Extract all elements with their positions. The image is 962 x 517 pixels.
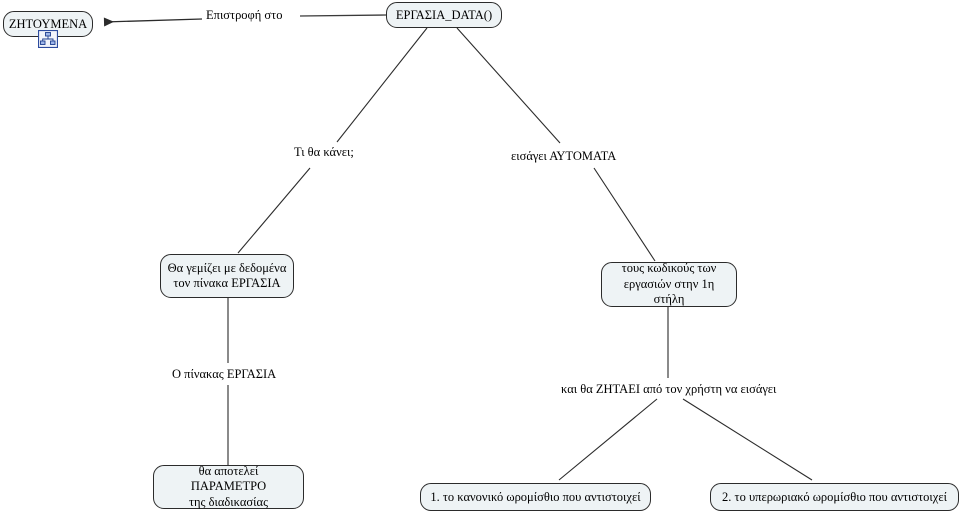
edge-ergasiadata-to-label-eisagei: [456, 27, 561, 144]
node-gemizei[interactable]: Θα γεμίζει με δεδομένα τον πίνακα ΕΡΓΑΣΙ…: [160, 254, 294, 298]
edge-label-eisagei-to-kodikoi: [593, 167, 656, 262]
node-kodikoi[interactable]: τους κωδικούς των εργασιών στην 1η στήλη: [601, 261, 737, 307]
edge-label-eisagei-automata-text: εισάγει ΑΥΤΟΜΑΤΑ: [511, 149, 617, 163]
edge-label-titha-to-gemizei: [237, 167, 311, 254]
edge-label-kai-tha-zitaei-text: και θα ΖΗΤΑΕΙ από τον χρήστη να εισάγει: [561, 382, 777, 396]
edge-label-zitaei-to-kanoniko: [558, 398, 658, 481]
edge-label-epistrofi-text: Επιστροφή στο: [206, 8, 283, 22]
node-zitoumena[interactable]: ΖΗΤΟΥΜΕΝΑ: [3, 11, 93, 37]
edge-ergasiadata-to-label-titha: [336, 27, 428, 143]
node-kodikoi-label: τους κωδικούς των εργασιών στην 1η στήλη: [621, 261, 717, 307]
edge-label-kai-tha-zitaei[interactable]: και θα ΖΗΤΑΕΙ από τον χρήστη να εισάγει: [561, 382, 776, 397]
node-parametro[interactable]: θα αποτελεί ΠΑΡΑΜΕΤΡΟ της διαδικασίας: [153, 463, 304, 509]
node-ergasia-data[interactable]: ΕΡΓΑΣΙΑ_DATA(): [386, 2, 502, 28]
node-parametro-label: θα αποτελεί ΠΑΡΑΜΕΤΡΟ της διαδικασίας: [188, 463, 269, 509]
edge-label-epistrofi[interactable]: Επιστροφή στο: [206, 8, 282, 23]
edge-label-zitaei-to-yperoriako: [682, 398, 813, 481]
node-ergasia-data-label: ΕΡΓΑΣΙΑ_DATA(): [395, 8, 493, 22]
edge-label-ti-tha-kanei[interactable]: Τι θα κάνει;: [294, 145, 354, 160]
node-zitoumena-label: ΖΗΤΟΥΜΕΝΑ: [8, 17, 88, 31]
edge-label-epistrofi-to-zitoumena: [103, 17, 203, 27]
hierarchy-nodes-icon[interactable]: [37, 29, 59, 49]
edge-ergasiadata-to-label-epistrofi: [299, 14, 387, 17]
edge-label-eisagei-automata[interactable]: εισάγει ΑΥΤΟΜΑΤΑ: [511, 149, 616, 164]
node-yperoriako-label: 2. το υπερωριακό ωρομίσθιο που αντιστοιχ…: [722, 490, 947, 504]
edge-label-ti-tha-kanei-text: Τι θα κάνει;: [294, 145, 354, 159]
node-gemizei-label: Θα γεμίζει με δεδομένα τον πίνακα ΕΡΓΑΣΙ…: [167, 260, 287, 291]
node-kanoniko[interactable]: 1. το κανονικό ωρομίσθιο που αντιστοιχεί: [420, 483, 651, 511]
node-yperoriako[interactable]: 2. το υπερωριακό ωρομίσθιο που αντιστοιχ…: [710, 483, 959, 511]
node-kanoniko-label: 1. το κανονικό ωρομίσθιο που αντιστοιχεί: [430, 490, 641, 504]
edge-label-o-pinakas-ergasia-text: Ο πίνακας ΕΡΓΑΣΙΑ: [172, 367, 277, 381]
edge-label-o-pinakas-ergasia[interactable]: Ο πίνακας ΕΡΓΑΣΙΑ: [172, 367, 276, 382]
